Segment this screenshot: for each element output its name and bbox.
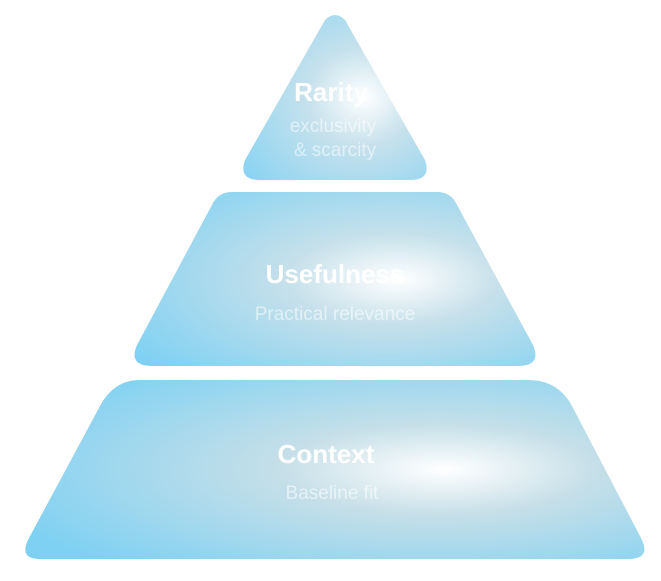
tier-rarity-subtitle-line-2: & scarcity xyxy=(294,140,377,161)
tier-context-shape xyxy=(25,380,645,559)
tier-context-subtitle: Baseline fit xyxy=(286,483,380,504)
tier-usefulness: Usefulness Practical relevance xyxy=(134,192,536,366)
tier-rarity-subtitle-line-1: exclusivity xyxy=(290,116,377,137)
tier-rarity-title: Rarity xyxy=(294,77,368,107)
tier-usefulness-subtitle: Practical relevance xyxy=(255,304,416,325)
tier-usefulness-shape xyxy=(134,192,536,366)
tier-rarity-shape xyxy=(243,15,427,180)
tier-context: Context Baseline fit xyxy=(25,380,645,559)
tier-usefulness-title: Usefulness xyxy=(266,259,405,289)
tier-rarity: Rarity exclusivity & scarcity xyxy=(243,15,427,180)
tier-context-title: Context xyxy=(278,439,375,469)
